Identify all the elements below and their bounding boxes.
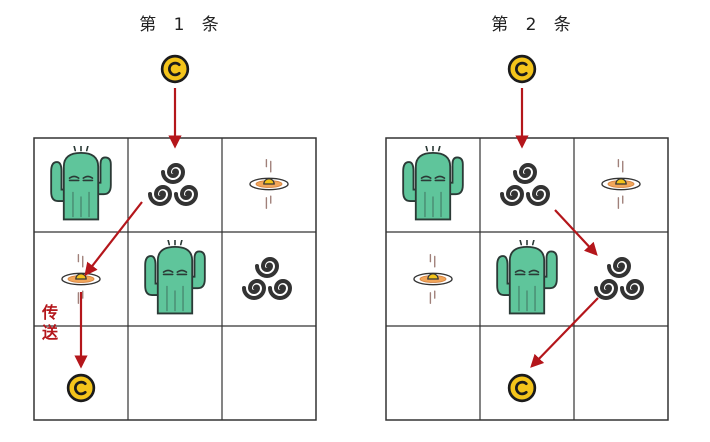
vortex-icon <box>500 163 550 206</box>
board-1 <box>33 54 317 421</box>
portal-icon <box>249 159 289 209</box>
teleport-label-line-1: 传 <box>42 303 59 322</box>
portal-icon <box>601 159 641 209</box>
coin-icon <box>507 54 537 84</box>
teleport-label-line-2: 送 <box>42 323 59 342</box>
teleport-label: 传 送 <box>42 303 62 343</box>
path-arrow <box>84 201 143 277</box>
coin-icon <box>160 54 190 84</box>
vortex-icon <box>242 257 292 300</box>
portal-icon <box>413 254 453 304</box>
path-1-title: 第 1 条 <box>139 15 225 35</box>
coin-icon <box>507 373 537 403</box>
cactus-icon <box>496 240 558 315</box>
path-2-title: 第 2 条 <box>491 15 577 35</box>
cactus-icon <box>402 146 464 221</box>
coin-icon <box>66 373 96 403</box>
cactus-icon <box>50 146 112 221</box>
board-2 <box>385 54 669 421</box>
path-arrow <box>530 297 599 368</box>
vortex-icon <box>594 257 644 300</box>
path-arrow <box>554 209 598 256</box>
cactus-icon <box>144 240 206 315</box>
vortex-icon <box>148 163 198 206</box>
